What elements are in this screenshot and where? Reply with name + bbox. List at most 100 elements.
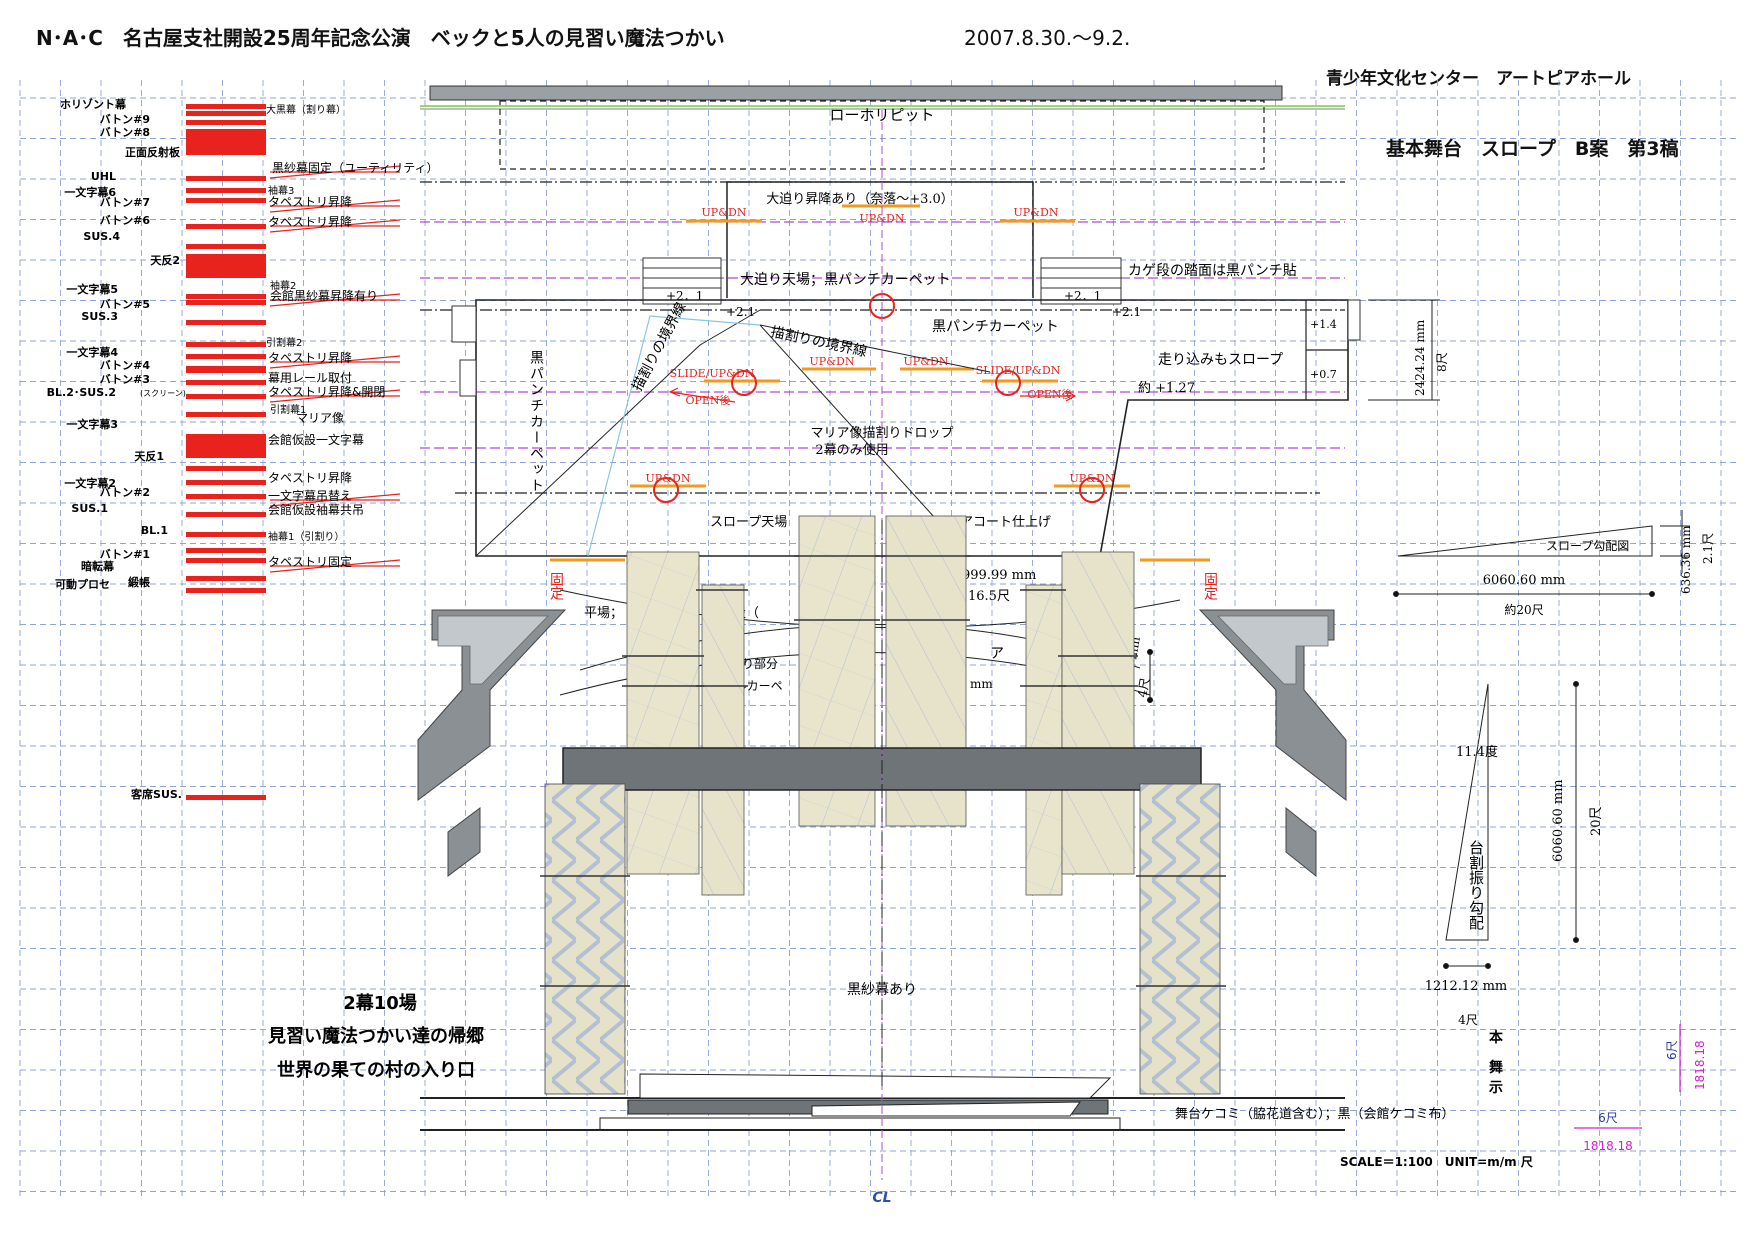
fly-label: バトン#2 (100, 486, 150, 499)
fly-note: 引割幕2 (266, 336, 302, 349)
fly-bar (186, 104, 266, 109)
fly-bar (186, 294, 266, 299)
updn-label-1: UP&DN (702, 206, 747, 219)
fly-arrow (269, 355, 401, 369)
drawing-subtitle: 基本舞台 スロープ B案 第3稿 (1386, 138, 1679, 160)
slope-top-label: スロープ天場 (710, 515, 787, 530)
fly-bar (186, 224, 266, 229)
black-carpet-vertical: 黒パンチカーペット (528, 350, 544, 494)
level-07: +0.7 (1310, 368, 1337, 381)
kage-note: カゲ段の踏面は黒パンチ貼 (1128, 263, 1297, 279)
slide-updn-right: SLIDE/UP&DN (976, 364, 1061, 377)
fly-note: 引割幕1 (270, 403, 306, 416)
fly-label: (スクリーン) (140, 389, 186, 398)
maria-drop-note: 2幕のみ使用 (815, 442, 888, 458)
fly-label: 一文字幕5 (66, 282, 118, 296)
fly-label: 一文字幕3 (66, 417, 118, 431)
scale-marks (1574, 1024, 1681, 1129)
fly-bar (186, 532, 266, 537)
fly-bar (186, 244, 266, 249)
rake-label: 台割振り勾配 (1467, 840, 1485, 930)
fly-bar (186, 480, 266, 485)
fly-note: 会館黒紗幕昇降有り (270, 288, 378, 303)
panel-6 (1061, 551, 1135, 875)
dim-16-5: 16.5尺 (968, 589, 1010, 604)
fly-note: 袖幕1（引割り） (268, 530, 344, 543)
kekomi-note: 舞台ケコミ（脇花道含む）；黒（会館ケコミ布） (1175, 1106, 1455, 1122)
lift-top-label: 大迫り天場；黒パンチカーペット (740, 272, 951, 288)
part-label: り部分 (742, 656, 778, 671)
big-lift-label: 大迫り昇降あり（奈落～+3.0） (766, 192, 954, 207)
fly-bar (186, 494, 266, 499)
dim-6060v-text: 6060.60 mm (1551, 779, 1566, 862)
legend-hon: 本 (1489, 1029, 1504, 1046)
approx-127-label: 約 +1.27 (1138, 381, 1195, 396)
scene-name: 見習い魔法つかい達の帰郷 (267, 1025, 484, 1047)
big-lift-outline (726, 181, 1034, 298)
fly-label: 天反2 (150, 253, 180, 267)
fly-label: 一文字幕4 (66, 345, 118, 359)
dim-999: 999.99 mm (962, 568, 1036, 583)
shaku-fragment: 4尺 (1135, 677, 1152, 699)
fly-bar (186, 466, 266, 471)
drawing-title: N･A･C 名古屋支社開設25周年記念公演 ベックと5人の見習い魔法つかい (36, 26, 725, 50)
cl-label: CL (872, 1190, 891, 1206)
fixed-left: 固定 (548, 572, 564, 601)
ceiling-batten (429, 85, 1283, 101)
fly-arrow (269, 389, 401, 403)
boundary-blue (587, 315, 761, 557)
fly-bar (186, 512, 266, 517)
scene-title: 2幕10場 見習い魔法つかい達の帰郷 世界の果ての村の入り口 (267, 993, 484, 1081)
level-21-right: +2．1 (1064, 289, 1101, 303)
fly-bar (186, 548, 266, 553)
fly-bar (186, 380, 266, 385)
fly-note: 会館仮設袖幕共吊 (268, 502, 364, 517)
fixed-right: 固定 (1202, 572, 1218, 601)
low-riser-pit (499, 100, 1265, 170)
mm-fragment: mm (970, 677, 993, 691)
fly-label: 緞帳 (128, 575, 150, 589)
fly-bar (186, 354, 266, 359)
lift-circles (653, 293, 1105, 503)
slide-updn-left: SLIDE/UP&DN (670, 367, 755, 380)
fly-label: SUS.4 (83, 230, 120, 243)
flat-floor-label: 平場； (584, 606, 623, 621)
fly-bar (186, 368, 266, 373)
fly-label: BL.1 (141, 524, 168, 537)
fly-label: BL.2･SUS.2 (47, 386, 116, 399)
fly-bar (186, 254, 266, 278)
dim-20-approx: 約20尺 (1504, 602, 1543, 617)
fly-bar (186, 795, 266, 800)
fly-arrow (269, 493, 401, 507)
side-blocks (451, 299, 1361, 397)
updn-label-4: UP&DN (810, 355, 855, 368)
fly-bar (186, 394, 266, 399)
fly-arrow (269, 199, 401, 213)
a-fragment: ア (990, 646, 1004, 662)
level-21-left: +2．1 (666, 289, 703, 303)
dim-dots (1147, 649, 1153, 703)
dim-8-shaku: 8尺 (1435, 352, 1449, 372)
fly-note: 袖幕2 (270, 279, 296, 292)
portal-leg-right (1139, 783, 1221, 1095)
fly-label: バトン#7 (100, 196, 150, 209)
venue-name: 青少年文化センター アートピアホール (1326, 69, 1631, 89)
fly-label: バトン#9 (100, 113, 150, 126)
fly-note: 黒紗幕固定（ユーティリティ） (272, 160, 439, 175)
fly-note: タペストリ昇降 (268, 195, 352, 209)
dim-20v-text: 20尺 (1589, 806, 1604, 836)
fly-bar (186, 176, 266, 181)
fly-bar (186, 434, 266, 458)
fly-note: タペストリ昇降&開閉 (268, 385, 385, 399)
updn-label-5: UP&DN (904, 355, 949, 368)
open-arrows (668, 387, 1077, 403)
fly-bar (186, 198, 266, 203)
legend-shi: 示 (1489, 1080, 1503, 1096)
fly-label: バトン#1 (100, 548, 150, 561)
fly-arrow (269, 219, 401, 233)
fly-label: 可動プロセ (55, 577, 110, 591)
fly-label: UHL (91, 170, 116, 183)
fly-bar (186, 188, 266, 193)
court-finish-label: アコート仕上げ (960, 515, 1051, 530)
fly-label: 一文字幕6 (64, 185, 116, 199)
